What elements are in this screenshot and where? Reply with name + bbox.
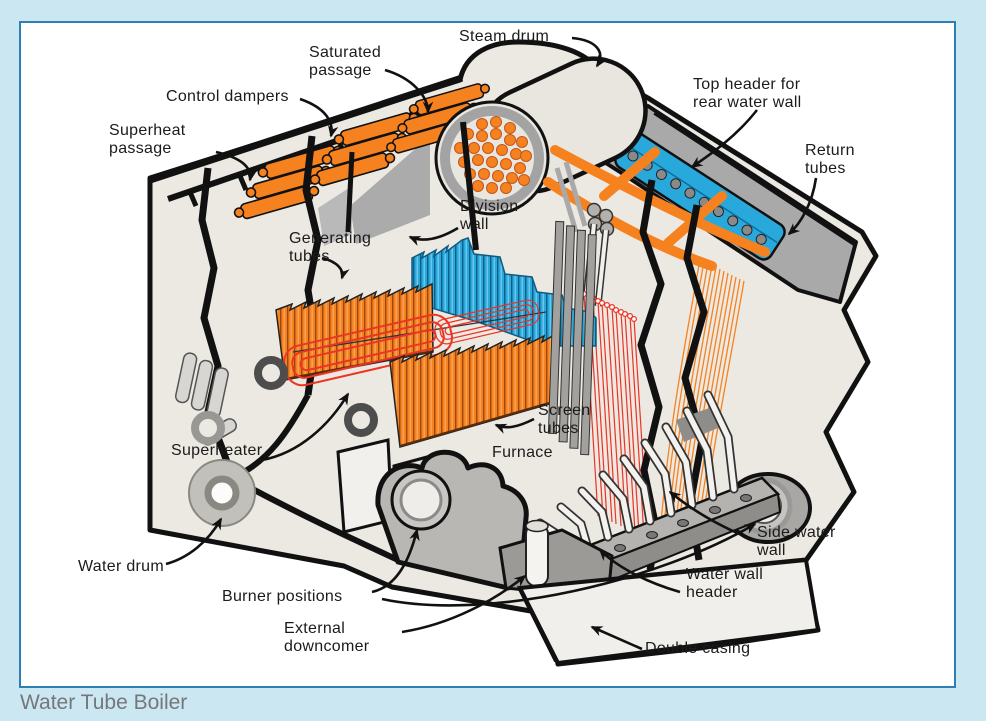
label-steam-drum: Steam drum <box>459 28 550 45</box>
label-screen-tubes: Screen tubes <box>538 402 591 438</box>
label-burner-positions: Burner positions <box>222 588 343 605</box>
label-generating-tubes: Generating tubes <box>289 230 372 266</box>
label-water-drum: Water drum <box>78 558 164 575</box>
label-double-casing: Double casing <box>645 640 751 657</box>
label-superheater: Superheater <box>171 442 263 459</box>
label-superheat-passage: Superheat passage <box>109 122 186 158</box>
label-control-dampers: Control dampers <box>166 88 289 105</box>
label-top-header: Top header for rear water wall <box>693 76 802 112</box>
label-water-wall-header: Water wall header <box>686 566 764 602</box>
label-external-downcomer: External downcomer <box>284 620 370 656</box>
label-return-tubes: Return tubes <box>805 142 855 178</box>
label-division-wall: Division wall <box>460 198 519 234</box>
label-furnace: Furnace <box>492 444 553 461</box>
label-side-water-wall: Side water wall <box>757 524 836 560</box>
figure-caption: Water Tube Boiler <box>20 691 188 714</box>
label-saturated-passage: Saturated passage <box>309 44 382 80</box>
